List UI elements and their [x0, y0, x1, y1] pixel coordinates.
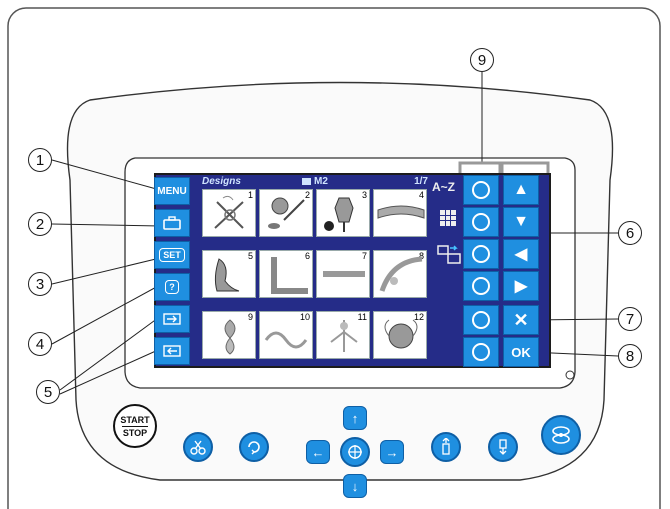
circle-icon: [472, 213, 490, 231]
circle-icon: [472, 277, 490, 295]
toolbox-icon: [163, 216, 181, 230]
design-cell-6[interactable]: 6: [259, 250, 313, 298]
circle-button-3[interactable]: [463, 239, 499, 269]
bobbin-icon: [552, 426, 570, 444]
design-cell-3[interactable]: 3: [316, 189, 370, 237]
help-icon: ?: [165, 280, 179, 294]
callout-2: 2: [28, 212, 52, 236]
bobbin-button[interactable]: [541, 415, 581, 455]
circle-icon: [472, 311, 490, 329]
yarn-needle-design: [268, 197, 305, 229]
jog-right-button[interactable]: →: [380, 440, 404, 464]
design-cell-4[interactable]: 4: [373, 189, 427, 237]
ornament-design: [384, 319, 418, 349]
close-icon: ✕: [513, 309, 529, 330]
callout-3: 3: [28, 272, 52, 296]
callout-1: 1: [28, 148, 52, 172]
design-cell-10[interactable]: 10: [259, 311, 313, 359]
arrow-up-button[interactable]: ▲: [503, 175, 539, 205]
callout-7: 7: [618, 307, 642, 331]
jog-down-button[interactable]: ↓: [343, 474, 367, 498]
set-icon: SET: [159, 248, 185, 262]
circle-button-6[interactable]: [463, 337, 499, 367]
menu-button[interactable]: MENU: [154, 177, 190, 205]
design-cell-11[interactable]: 11: [316, 311, 370, 359]
cancel-button[interactable]: ✕: [503, 305, 539, 335]
arrow-left-button[interactable]: ◀: [503, 239, 539, 269]
bouquet-design: [330, 320, 358, 352]
change-view-icon[interactable]: [436, 244, 464, 266]
callout-5: 5: [36, 380, 60, 404]
callout-4: 4: [28, 332, 52, 356]
design-cell-1[interactable]: 1: [202, 189, 256, 237]
arrow-down-button[interactable]: ▼: [503, 207, 539, 237]
center-icon: [348, 445, 362, 459]
left-arrow-icon: ◀: [514, 246, 528, 263]
design-cell-12[interactable]: 12: [373, 311, 427, 359]
set-button[interactable]: SET: [154, 241, 190, 269]
arrow-right-button[interactable]: ▶: [503, 271, 539, 301]
screen-title: Designs: [202, 176, 241, 187]
thread-cut-button[interactable]: [183, 432, 213, 462]
arrow-in-icon: [163, 313, 181, 325]
ok-button[interactable]: OK: [503, 337, 539, 367]
needle-down-icon: [499, 439, 507, 455]
up-arrow-icon: ↑: [351, 410, 359, 426]
export-button[interactable]: [154, 337, 190, 365]
down-arrow-icon: ↓: [351, 478, 359, 494]
needle-down-button[interactable]: [488, 432, 518, 462]
sort-label[interactable]: A~Z: [432, 180, 456, 194]
arrow-out-icon: [163, 345, 181, 357]
callout-9: 9: [470, 48, 494, 72]
grid-view-icon[interactable]: [440, 210, 456, 226]
shoe-design: [214, 258, 240, 292]
circle-button-1[interactable]: [463, 175, 499, 205]
callout-6: 6: [618, 221, 642, 245]
toolbox-button[interactable]: [154, 209, 190, 237]
circle-icon: [472, 181, 490, 199]
page-indicator: 1/7: [414, 176, 428, 187]
jog-left-button[interactable]: ←: [306, 440, 330, 464]
circle-button-4[interactable]: [463, 271, 499, 301]
left-arrow-icon: ←: [311, 444, 325, 460]
scroll-design: [264, 331, 308, 349]
sewing-tools-design: [214, 195, 244, 229]
start-stop-button[interactable]: START STOP: [113, 404, 157, 448]
memory-indicator: M2: [302, 176, 328, 187]
needle-up-icon: [442, 438, 450, 455]
rotate-icon: [248, 441, 260, 455]
corner-border-design: [271, 257, 308, 294]
right-arrow-icon: →: [385, 444, 399, 460]
design-cell-8[interactable]: 8: [373, 250, 427, 298]
jog-up-button[interactable]: ↑: [343, 406, 367, 430]
callout-8: 8: [618, 344, 642, 368]
import-button[interactable]: [154, 305, 190, 333]
dress-form-design: [324, 197, 354, 232]
scissors-icon: [190, 440, 206, 455]
design-cell-5[interactable]: 5: [202, 250, 256, 298]
banner-design: [377, 205, 425, 219]
lace-corner-design: [379, 256, 423, 292]
design-cell-7[interactable]: 7: [316, 250, 370, 298]
circle-button-2[interactable]: [463, 207, 499, 237]
jog-center-button[interactable]: [340, 437, 370, 467]
rotate-button[interactable]: [239, 432, 269, 462]
right-arrow-icon: ▶: [514, 278, 528, 295]
circle-button-5[interactable]: [463, 305, 499, 335]
down-arrow-icon: ▼: [513, 213, 529, 230]
up-arrow-icon: ▲: [513, 181, 529, 198]
design-cell-9[interactable]: 9: [202, 311, 256, 359]
needle-up-button[interactable]: [431, 432, 461, 462]
design-cell-2[interactable]: 2: [259, 189, 313, 237]
help-button[interactable]: ?: [154, 273, 190, 301]
circle-icon: [472, 343, 490, 361]
screen-title-bar: Designs M2 1/7: [202, 176, 428, 188]
circle-icon: [472, 245, 490, 263]
floral-emblem-design: [224, 319, 236, 355]
small-border-design: [323, 271, 365, 277]
